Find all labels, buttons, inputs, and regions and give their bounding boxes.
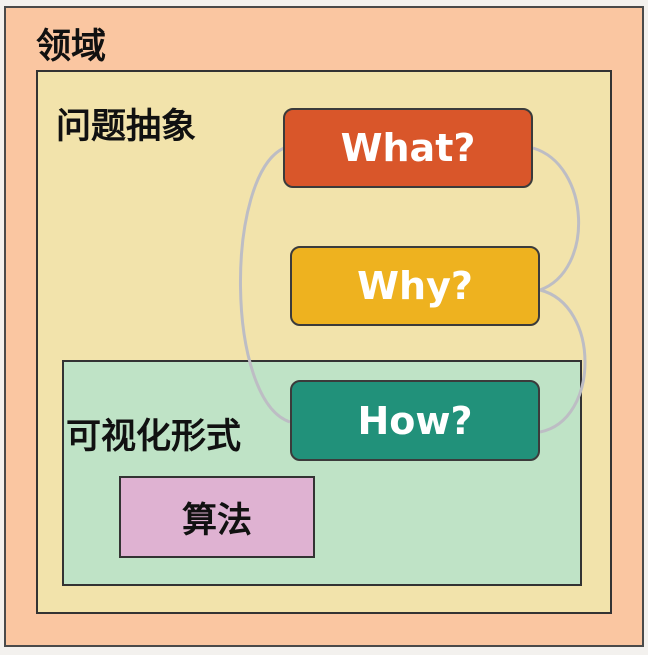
abstraction-label: 问题抽象	[56, 107, 197, 147]
algorithm-label: 算法	[181, 500, 252, 541]
why-question-box: Why?	[290, 246, 540, 326]
how-question-box: How?	[290, 380, 540, 461]
domain-label: 领域	[36, 27, 107, 67]
visual-encoding-label: 可视化形式	[66, 417, 242, 457]
what-question-box: What?	[283, 108, 533, 188]
algorithm-layer	[119, 476, 315, 558]
